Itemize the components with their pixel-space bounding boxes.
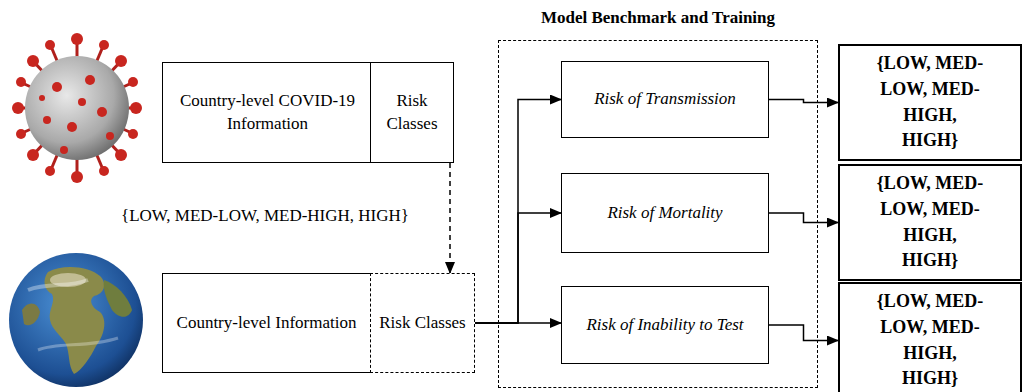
model-box: Risk of Mortality [561, 173, 769, 253]
node-text: Risk Classes [379, 312, 465, 334]
arrow-connector [475, 322, 561, 324]
node-text: Country-level Information [177, 312, 357, 334]
arrow-connector [769, 100, 838, 103]
risk-class-box: Risk Classes [370, 273, 475, 373]
info-box: Country-level Information [162, 273, 371, 373]
node-text: Risk of Inability to Test [586, 314, 743, 336]
arrow-connector [475, 213, 561, 323]
node-text: Risk of Transmission [594, 88, 736, 110]
arrow-connector [769, 325, 838, 341]
node-text: Country-level COVID-19 Information [169, 90, 366, 134]
node-text: Risk of Mortality [607, 202, 722, 224]
node-text: {LOW, MED-LOW, MED-HIGH, HIGH} [874, 51, 986, 153]
virus-illustration [12, 32, 142, 184]
group-box: Model Benchmark and TrainingRisk of Tran… [498, 40, 818, 388]
model-box: Risk of Transmission [561, 61, 769, 138]
node-text: {LOW, MED-LOW, MED-HIGH, HIGH} [874, 289, 986, 391]
earth-illustration [8, 250, 144, 390]
arrow-connector [449, 163, 451, 273]
output-box: {LOW, MED-LOW, MED-HIGH, HIGH} [838, 164, 1022, 281]
group-title: Model Benchmark and Training [499, 7, 817, 29]
arrow-connector [475, 100, 561, 324]
model-box: Risk of Inability to Test [561, 286, 769, 364]
node-text: Risk Classes [377, 90, 447, 134]
node-text: {LOW, MED-LOW, MED-HIGH, HIGH} [874, 171, 986, 273]
output-box: {LOW, MED-LOW, MED-HIGH, HIGH} [838, 44, 1022, 161]
risk-class-box: Risk Classes [370, 62, 454, 163]
risk-class-label: {LOW, MED-LOW, MED-HIGH, HIGH} [112, 206, 418, 226]
arrow-connector [769, 213, 838, 223]
info-box: Country-level COVID-19 Information [162, 62, 373, 163]
output-box: {LOW, MED-LOW, MED-HIGH, HIGH} [838, 282, 1022, 392]
